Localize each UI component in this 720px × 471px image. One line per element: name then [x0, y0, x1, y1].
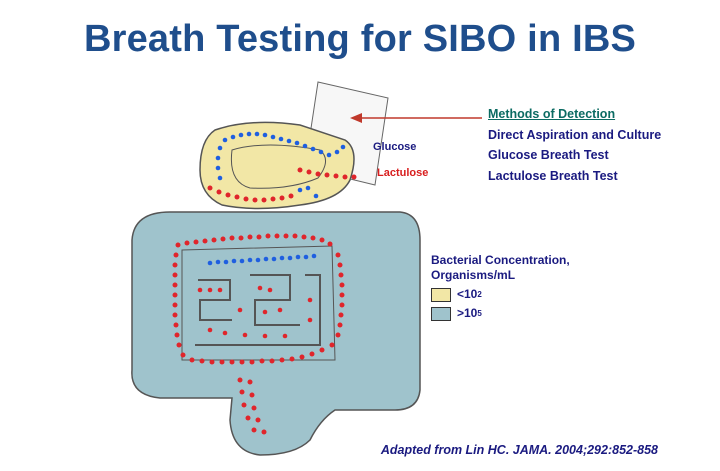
pointer-arrowhead — [350, 113, 362, 123]
methods-list: Methods of Detection Direct Aspiration a… — [488, 104, 661, 186]
legend-swatch-low — [431, 287, 451, 302]
lactulose-label: Lactulose — [377, 167, 429, 179]
legend-high-exponent: 5 — [477, 309, 482, 318]
citation: Adapted from Lin HC. JAMA. 2004;292:852-… — [380, 443, 658, 457]
method-item: Glucose Breath Test — [488, 148, 609, 162]
legend: Bacterial Concentration, Organisms/mL <1… — [431, 253, 570, 321]
legend-title-line1: Bacterial Concentration, — [431, 253, 570, 267]
method-item: Lactulose Breath Test — [488, 168, 618, 183]
legend-title-line2: Organisms/mL — [431, 268, 516, 282]
glucose-dots — [207, 131, 346, 266]
legend-swatch-high — [431, 306, 451, 321]
method-item: Direct Aspiration and Culture — [488, 127, 662, 142]
legend-low-exponent: 2 — [477, 290, 482, 299]
small-bowel-loops — [181, 245, 336, 361]
duodenum-inner — [230, 144, 326, 189]
legend-high-prefix: >10 — [457, 306, 478, 320]
methods-heading: Methods of Detection — [488, 107, 616, 121]
lactulose-dots — [172, 167, 357, 435]
legend-low-prefix: <10 — [457, 287, 478, 301]
glucose-label: Glucose — [373, 141, 417, 153]
page-title: Breath Testing for SIBO in IBS — [83, 18, 637, 60]
